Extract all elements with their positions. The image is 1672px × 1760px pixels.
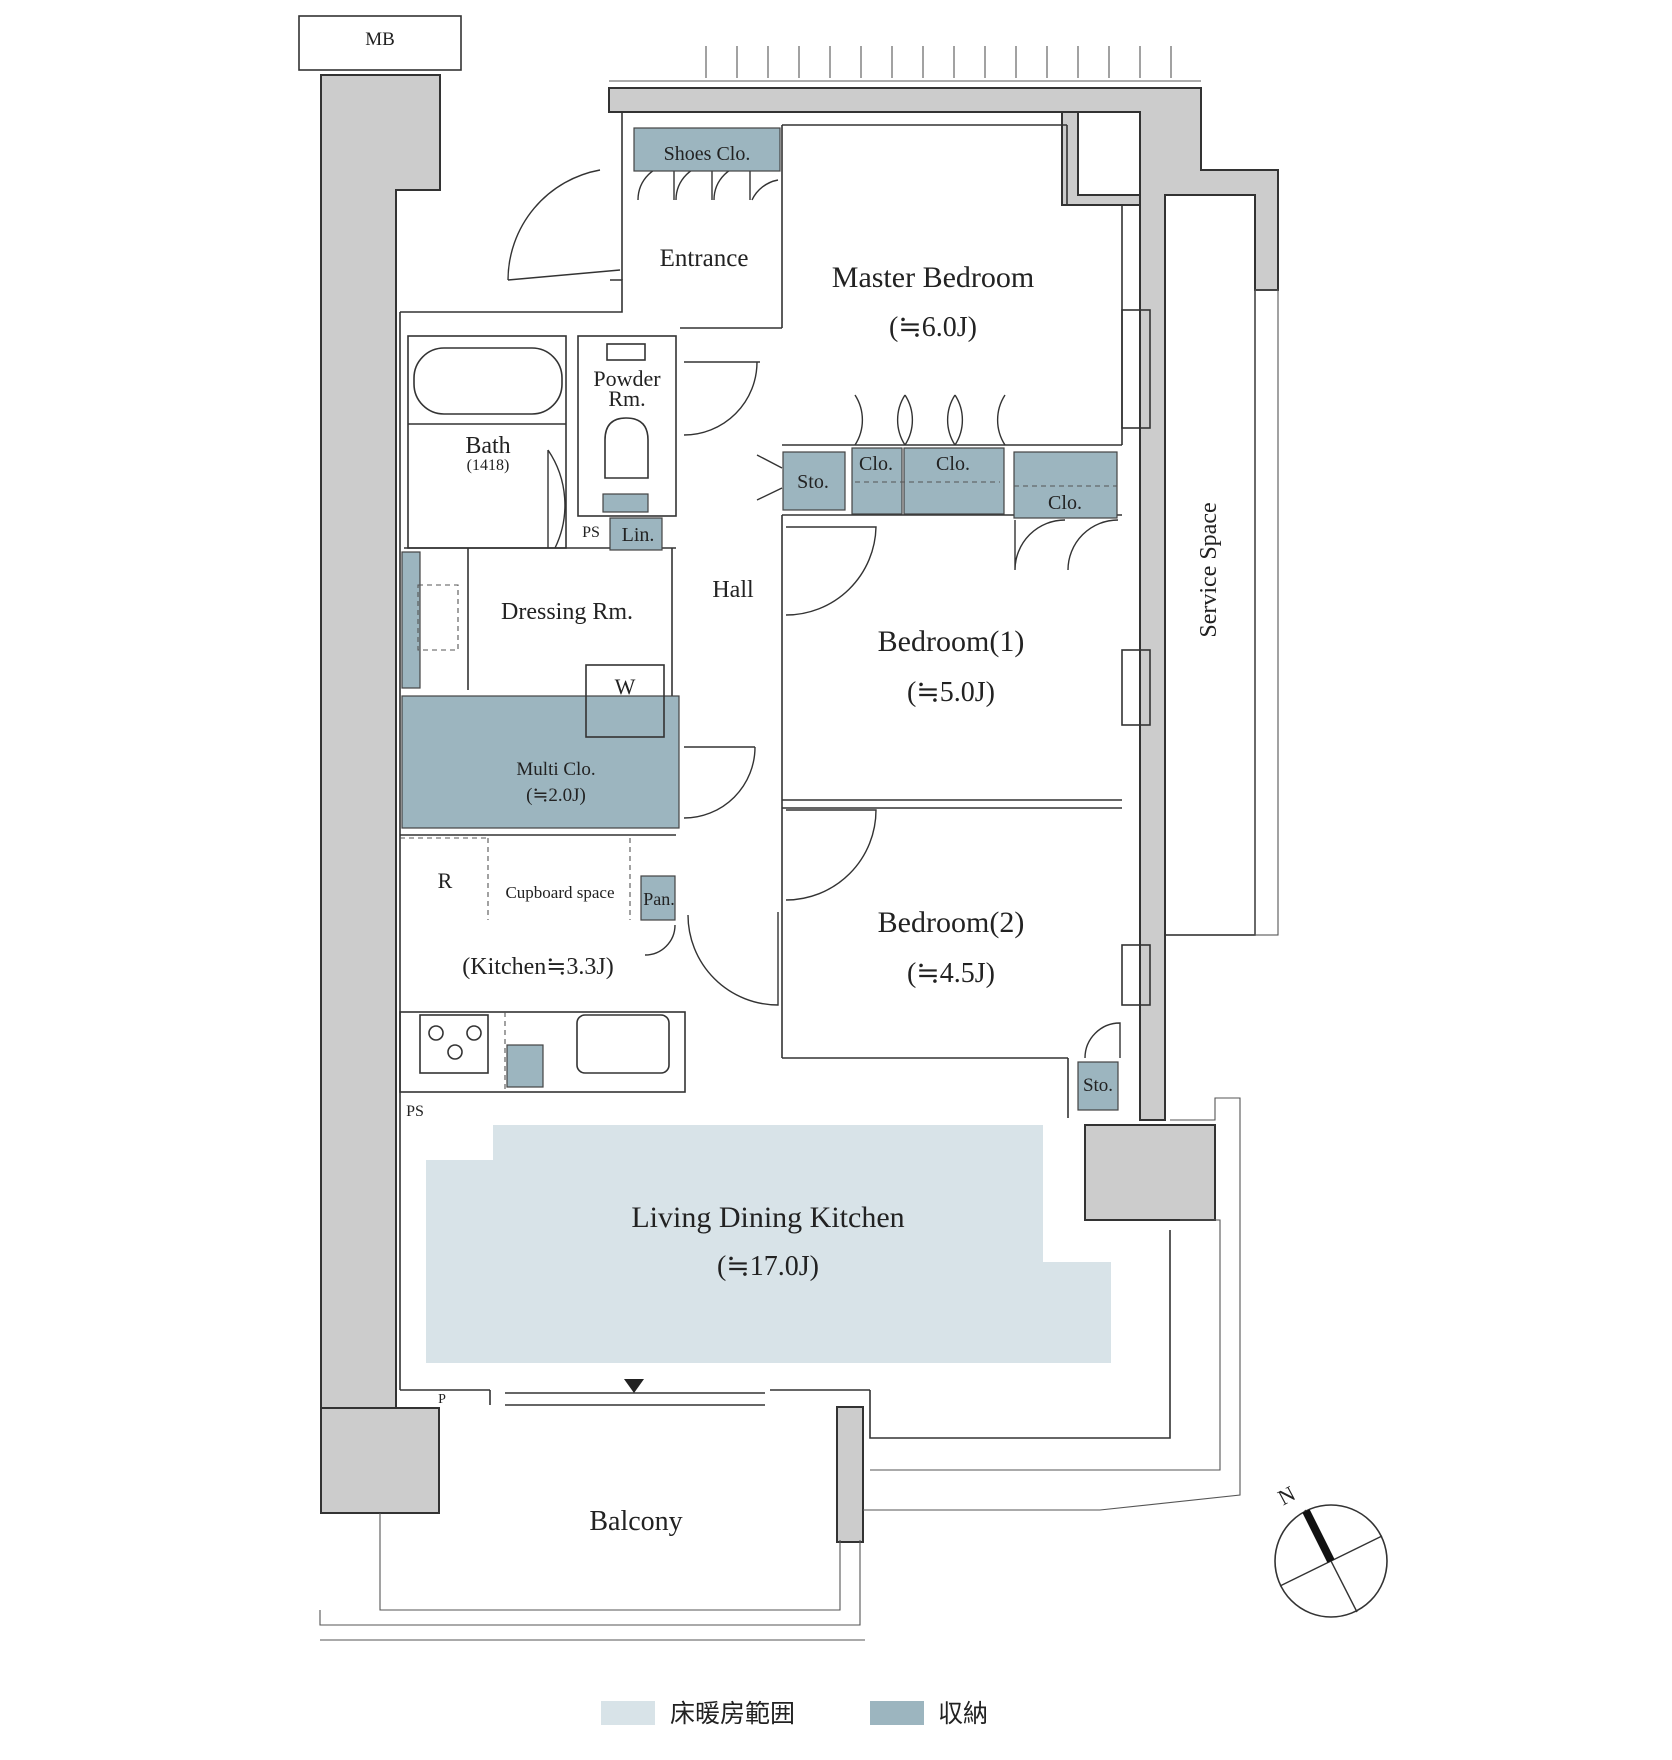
- linen-closet: [609, 517, 663, 551]
- wall-left-pillar-bottom: [320, 1407, 440, 1514]
- master-bedroom-area: (≒6.0J): [889, 312, 977, 343]
- wall-left-column: [320, 74, 441, 1409]
- sto-storage-1: [782, 451, 846, 511]
- kitchen-label: (Kitchen≒3.3J): [462, 954, 613, 980]
- sto-label-2: Sto.: [1083, 1075, 1113, 1096]
- legend-swatch-storage: [870, 1701, 924, 1725]
- master-bedroom-label: Master Bedroom: [832, 261, 1034, 294]
- multi-closet-area: (≒2.0J): [526, 785, 586, 806]
- legend: 床暖房範囲 収納: [601, 1700, 988, 1728]
- clo-closet-3: [1013, 451, 1118, 519]
- legend-swatch-floor-heating: [601, 1701, 655, 1725]
- pantry: [640, 875, 676, 921]
- cupboard-label: Cupboard space: [505, 883, 614, 902]
- bath-label: Bath: [465, 433, 510, 459]
- dressing-room-label: Dressing Rm.: [501, 599, 633, 625]
- toilet-tank-storage: [602, 493, 649, 513]
- wall-right-pillar: [1084, 1124, 1216, 1221]
- entrance-label: Entrance: [660, 245, 749, 272]
- bathtub: [413, 347, 563, 415]
- mb-box: [298, 15, 462, 71]
- compass-icon: N: [1274, 1481, 1388, 1618]
- north-label: N: [1274, 1481, 1300, 1511]
- sink: [576, 1014, 670, 1074]
- bedroom1-area: (≒5.0J): [907, 677, 995, 708]
- entry-arrow-icon: [624, 1379, 644, 1393]
- wall-top-right: [608, 87, 1279, 1121]
- pantry-label: Pan.: [643, 889, 675, 909]
- structural-walls: [320, 74, 1279, 1543]
- stove: [419, 1014, 489, 1074]
- clo-closet-2: [903, 447, 1005, 515]
- clo-label-2: Clo.: [936, 453, 970, 475]
- service-space-label: Service Space: [1196, 502, 1222, 637]
- p-label: P: [438, 1392, 446, 1407]
- kitchen-counter: [419, 1014, 670, 1074]
- legend-label-storage: 収納: [938, 1700, 988, 1728]
- ps-label-1: PS: [582, 524, 600, 541]
- shoes-closet-label: Shoes Clo.: [664, 143, 751, 165]
- refrigerator-label: R: [438, 868, 453, 893]
- clo-closet-1: [851, 447, 903, 515]
- washer: [585, 664, 665, 738]
- sto-label-1: Sto.: [797, 471, 829, 493]
- bedroom1-label: Bedroom(1): [878, 625, 1025, 658]
- storage-areas: [401, 127, 1119, 1111]
- windows-right: [1121, 309, 1151, 1006]
- clo-label-1: Clo.: [859, 453, 893, 475]
- dressing-storage: [401, 551, 421, 689]
- powder-room-label-2: Rm.: [608, 386, 645, 411]
- clo-label-3: Clo.: [1048, 492, 1082, 514]
- wall-balcony-pillar: [836, 1406, 864, 1543]
- kitchen-cabinet: [506, 1044, 544, 1088]
- powder-room-label-1: Powder: [593, 366, 661, 391]
- legend-label-floor-heating: 床暖房範囲: [670, 1700, 795, 1728]
- shoes-closet: [633, 127, 781, 172]
- doors: [507, 163, 1121, 1059]
- partitions: [319, 112, 1279, 1641]
- dashed-guides: [400, 481, 1117, 1092]
- floor-heating-area: [426, 1125, 1111, 1363]
- top-railing: [609, 46, 1201, 82]
- bedroom2-label: Bedroom(2): [878, 906, 1025, 939]
- bath-size-label: (1418): [467, 457, 510, 474]
- hall-label: Hall: [712, 577, 754, 603]
- ldk-label: Living Dining Kitchen: [631, 1201, 904, 1234]
- toilet: [604, 343, 649, 479]
- linen-label: Lin.: [622, 524, 655, 546]
- balcony-label: Balcony: [589, 1506, 682, 1537]
- mb-label: MB: [365, 29, 395, 50]
- washer-label: W: [615, 674, 636, 699]
- bedroom2-area: (≒4.5J): [907, 958, 995, 989]
- room-labels: Shoes Clo. Entrance Master Bedroom (≒6.0…: [406, 143, 1222, 1537]
- multi-closet: [401, 695, 680, 829]
- ldk-area: (≒17.0J): [717, 1251, 819, 1282]
- ps-label-2: PS: [406, 1103, 424, 1120]
- sto-storage-2: [1077, 1061, 1119, 1111]
- multi-closet-label: Multi Clo.: [516, 759, 595, 780]
